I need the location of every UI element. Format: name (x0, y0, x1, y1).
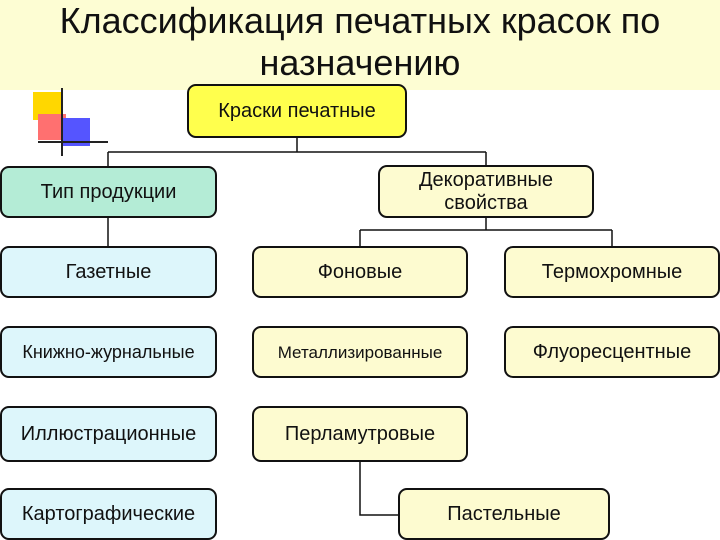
product-item: Иллюстрационные (0, 406, 217, 462)
decorative-item-metallized: Металлизированные (252, 326, 468, 378)
product-item: Газетные (0, 246, 217, 298)
root-node: Краски печатные (187, 84, 407, 138)
decor-horizontal-line (38, 141, 108, 143)
slide-title: Классификация печатных красок по назначе… (0, 0, 720, 84)
decorative-item-pearlescent: Перламутровые (252, 406, 468, 462)
decorative-branch-connector (359, 218, 613, 246)
decorative-item-pastel: Пастельные (398, 488, 610, 540)
decorative-item-fluorescent: Флуоресцентные (504, 326, 720, 378)
root-connector (107, 138, 487, 166)
decorative-item-label: Фоновые (317, 260, 403, 283)
decor-vertical-line (61, 88, 63, 156)
title-band (0, 0, 720, 90)
decorative-item-background: Фоновые (252, 246, 468, 298)
title-line-1: Классификация печатных красок по (59, 0, 661, 41)
root-label: Краски печатные (218, 99, 376, 122)
product-item-label: Книжно-журнальные (22, 341, 195, 362)
pearlescent-pastel-connector (359, 462, 398, 516)
decorative-item-label: Термохромные (541, 260, 683, 283)
decorative-item-thermochromic: Термохромные (504, 246, 720, 298)
product-item-label: Иллюстрационные (20, 422, 197, 445)
title-line-2: назначению (259, 42, 461, 83)
product-item: Картографические (0, 488, 217, 540)
product-item-label: Газетные (65, 260, 152, 283)
category-product-label: Тип продукции (40, 180, 177, 203)
decorative-item-label: Металлизированные (277, 342, 443, 362)
decorative-item-label: Пастельные (447, 502, 561, 525)
product-item: Книжно-журнальные (0, 326, 217, 378)
category-decorative-label: Декоративные свойства (418, 168, 554, 214)
product-item-label: Картографические (21, 502, 196, 525)
category-decorative: Декоративные свойства (378, 165, 594, 218)
decorative-item-label: Перламутровые (284, 422, 436, 445)
category-product-type: Тип продукции (0, 166, 217, 218)
decorative-item-label: Флуоресцентные (532, 340, 692, 363)
